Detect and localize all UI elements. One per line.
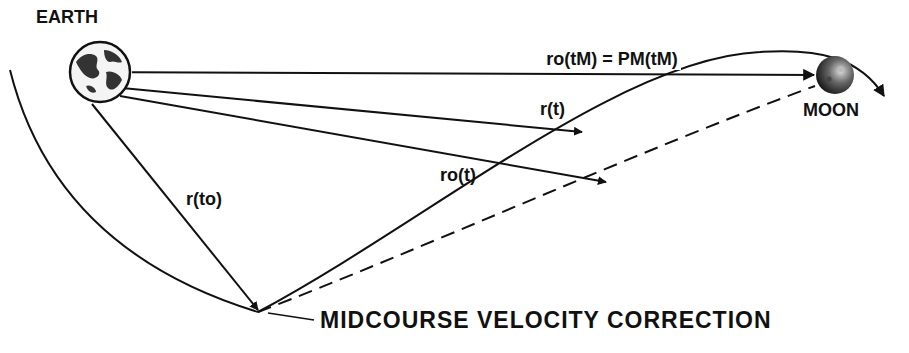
corrected-trajectory	[258, 51, 884, 312]
earth-globe	[68, 40, 132, 104]
vector-label: ro(t)	[440, 166, 476, 186]
vector-r-t	[122, 88, 582, 132]
moon-sphere	[815, 55, 855, 95]
vector-ro-t	[120, 96, 606, 182]
body-label: EARTH	[36, 8, 98, 28]
vector-r-to	[92, 104, 258, 310]
leader-line	[268, 313, 314, 320]
body-label: MOON	[803, 101, 859, 121]
vector-arrow	[132, 72, 814, 75]
earth-node: EARTH	[68, 40, 132, 104]
vector-label: ro(tM) = PM(tM)	[543, 50, 680, 70]
callout-text: MIDCOURSE VELOCITY CORRECTION	[320, 308, 772, 333]
moon-node: MOON	[815, 55, 855, 95]
vector-label: r(t)	[540, 100, 565, 120]
initial-trajectory	[10, 70, 258, 312]
vector-label: r(to)	[186, 190, 222, 210]
nominal-trajectory	[258, 86, 815, 312]
